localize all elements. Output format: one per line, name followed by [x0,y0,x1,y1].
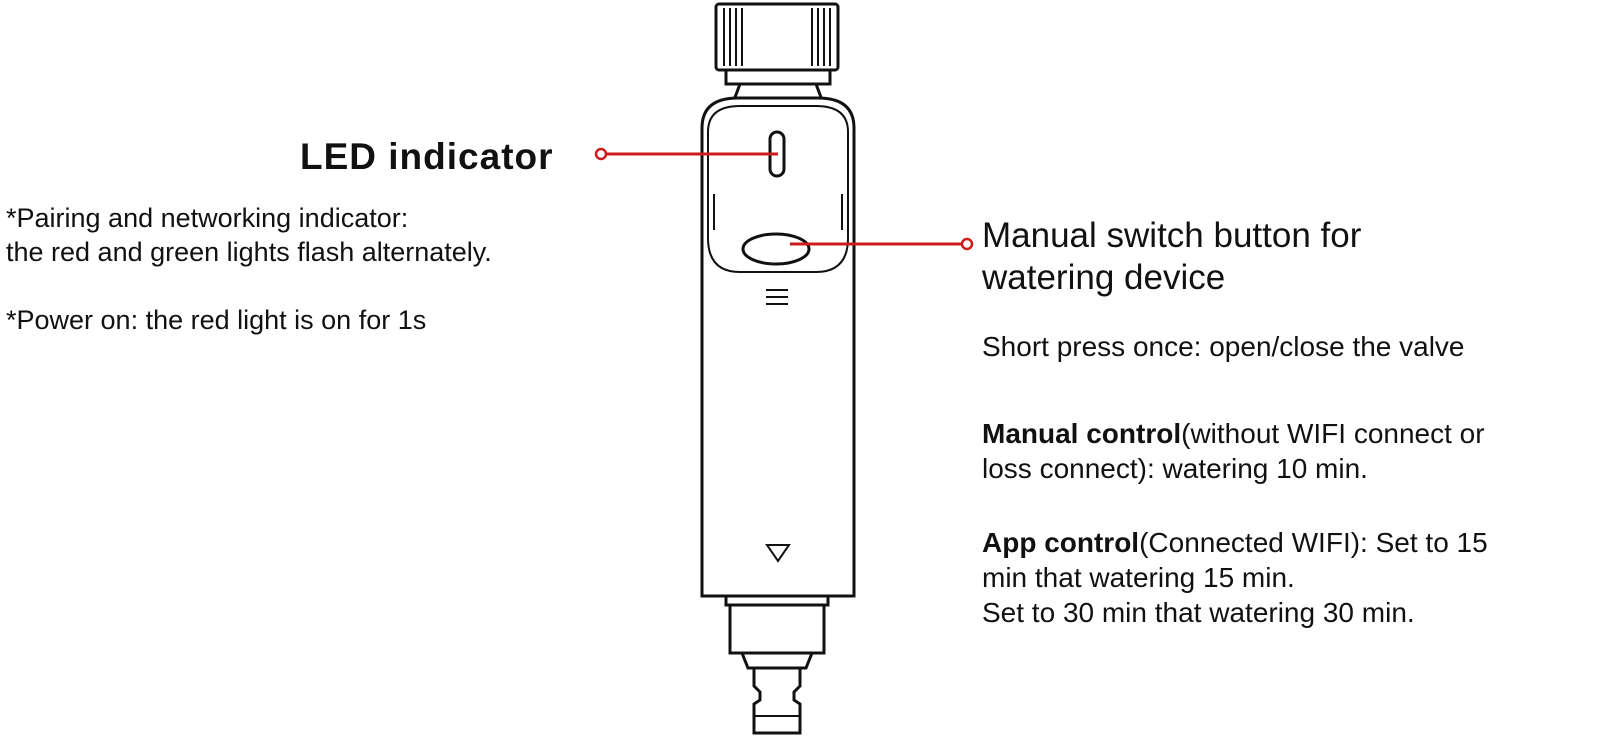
callout-lines [594,147,974,251]
manual-button [741,232,811,266]
led-callout-dot [594,147,608,161]
led-power-note: *Power on: the red light is on for 1s [6,305,427,335]
manual-control-line2: loss connect): watering 10 min. [982,453,1368,484]
quick-connector [752,666,802,735]
menu-lines-icon [766,289,788,305]
top-nut [714,2,840,72]
top-collar [724,68,832,86]
app-control-line2: min that watering 15 min. [982,562,1295,593]
app-control-detail: (Connected WIFI): Set to 15 [1139,527,1488,558]
front-panel [707,105,849,273]
app-control-line3: Set to 30 min that watering 30 min. [982,597,1415,628]
switch-title-line1: Manual switch button for [982,216,1362,255]
manual-control-label: Manual control [982,418,1182,449]
manual-control-detail: (without WIFI connect or [1181,418,1485,449]
led-pairing-detail: the red and green lights flash alternate… [6,237,492,267]
bottom-collar [728,603,826,655]
app-control-line1: App control(Connected WIFI): Set to 15 [982,527,1488,559]
short-press-note: Short press once: open/close the valve [982,331,1465,362]
switch-title-line2: watering device [982,258,1226,297]
app-control-label: App control [982,527,1140,558]
led-pairing-note: *Pairing and networking indicator: [6,203,409,233]
bottom-shoulder [739,651,815,670]
nut-ridges [723,8,831,66]
led-indicator-title: LED indicator [300,136,554,177]
flow-arrow-icon [765,544,791,563]
switch-callout-dot [960,237,974,251]
manual-control-line1: Manual control(without WIFI connect or [982,418,1485,450]
